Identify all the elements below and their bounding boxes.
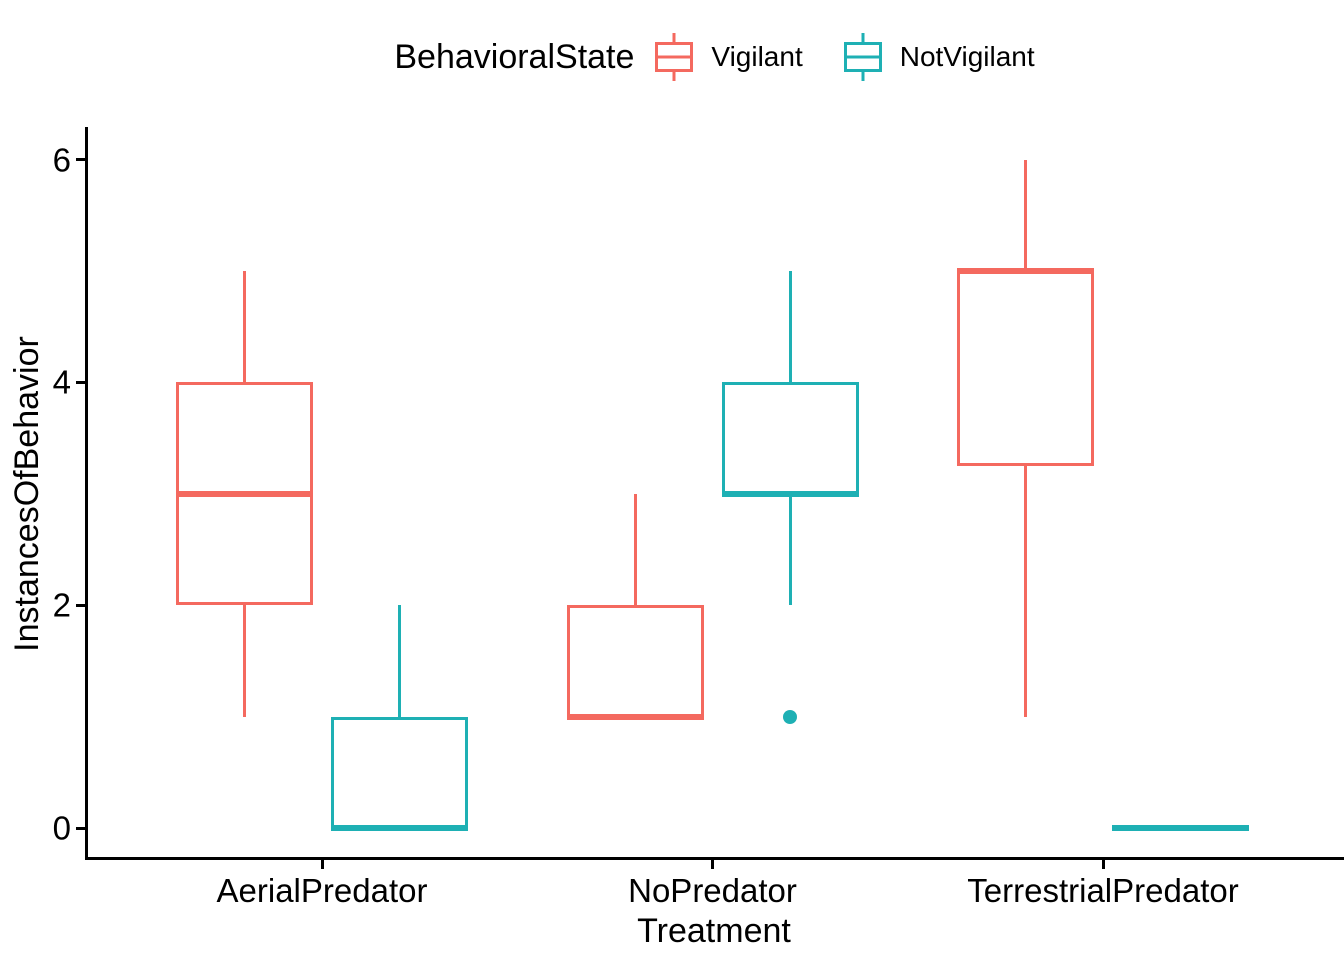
- box-notvigilant-aerialpredator: [331, 716, 468, 828]
- median-line: [176, 490, 313, 497]
- key-whisker-top: [861, 33, 865, 42]
- box-notvigilant-nopredator: [721, 382, 859, 494]
- key-whisker-bottom: [672, 72, 676, 81]
- median-line: [1112, 825, 1249, 831]
- x-axis-title: Treatment: [637, 912, 791, 950]
- x-axis-tick: [320, 860, 324, 869]
- whisker-upper: [1024, 159, 1027, 271]
- legend-item-notvigilant: NotVigilant: [843, 33, 1035, 81]
- y-axis-line: [85, 127, 88, 860]
- median-line: [721, 490, 859, 497]
- key-box: [843, 42, 882, 72]
- legend-label-vigilant: Vigilant: [711, 41, 803, 72]
- legend-label-notvigilant: NotVigilant: [899, 41, 1035, 72]
- y-axis-tick: [76, 603, 85, 607]
- key-whisker-top: [672, 33, 676, 42]
- whisker-lower: [243, 605, 246, 717]
- y-axis-tick: [76, 826, 85, 830]
- y-axis-tick: [76, 158, 85, 162]
- legend: BehavioralState Vigilant NotVigilant: [85, 32, 1344, 82]
- key-whisker-bottom: [861, 72, 865, 81]
- median-line: [957, 268, 1094, 274]
- whisker-upper: [398, 605, 401, 717]
- x-axis-tick-label: NoPredator: [628, 872, 797, 909]
- x-axis-tick-label: AerialPredator: [216, 872, 428, 909]
- legend-title: BehavioralState: [394, 38, 635, 76]
- box-vigilant-terrestrialpredator: [957, 271, 1094, 466]
- whisker-lower: [788, 493, 792, 606]
- x-axis-tick: [711, 860, 714, 869]
- key-box: [655, 42, 694, 72]
- outlier-point: [783, 709, 797, 724]
- y-axis-tick-label: 4: [52, 363, 71, 401]
- whisker-upper: [243, 271, 246, 383]
- y-axis-tick-label: 2: [52, 586, 71, 624]
- x-axis-tick: [1101, 860, 1105, 869]
- legend-item-vigilant: Vigilant: [655, 33, 803, 81]
- boxplot-key-icon-notvigilant: [843, 33, 882, 81]
- x-axis-line: [85, 857, 1344, 860]
- y-axis-tick-label: 0: [52, 809, 71, 847]
- box-vigilant-nopredator: [566, 605, 704, 717]
- x-axis-tick-label: TerrestrialPredator: [967, 872, 1239, 909]
- y-axis-tick-label: 6: [52, 141, 71, 179]
- median-line: [566, 713, 704, 720]
- median-line: [331, 825, 468, 831]
- y-axis-tick: [76, 380, 85, 384]
- whisker-upper: [633, 493, 637, 606]
- boxplot-key-icon-vigilant: [655, 33, 694, 81]
- whisker-upper: [788, 271, 792, 383]
- whisker-lower: [1024, 465, 1027, 717]
